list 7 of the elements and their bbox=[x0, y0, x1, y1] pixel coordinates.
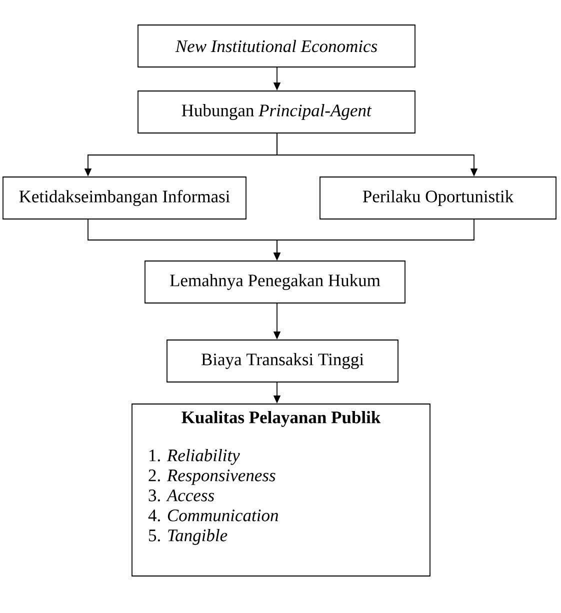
list-box: Kualitas Pelayanan Publik 1. Reliability 2. Responsiveness 3. Access 4. Communication 5. Tangible bbox=[132, 404, 430, 576]
process-box: Ketidakseimbangan Informasi bbox=[2, 176, 246, 220]
process-box: Lemahnya Penegakan Hukum bbox=[144, 260, 406, 304]
process-box: New Institutional Economics bbox=[138, 24, 416, 68]
process-box: Perilaku Oportunistik bbox=[320, 176, 556, 220]
process-box: Biaya Transaksi Tinggi bbox=[166, 340, 398, 382]
process-box: Hubungan Principal-Agent bbox=[138, 90, 416, 134]
